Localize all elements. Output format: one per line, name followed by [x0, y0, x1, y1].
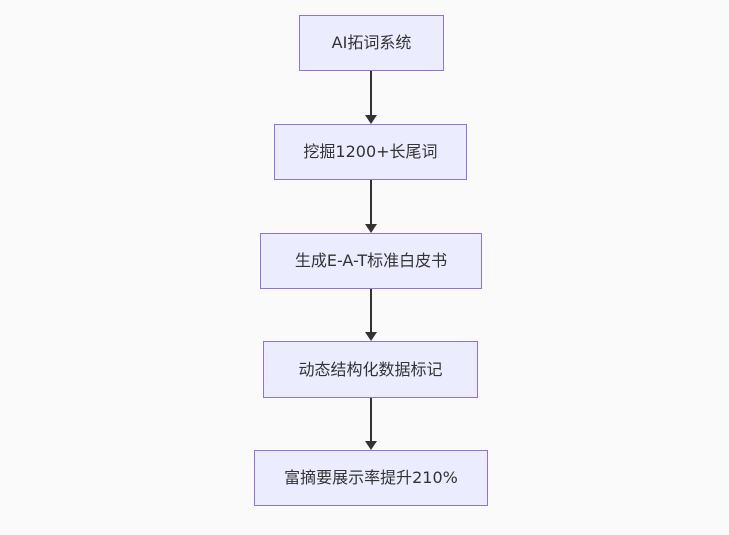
arrow-line	[370, 71, 372, 115]
arrow-down-icon	[365, 71, 377, 124]
node-label: 动态结构化数据标记	[298, 359, 443, 379]
arrow-head-icon	[365, 115, 377, 124]
node-label: AI拓词系统	[331, 33, 412, 52]
node-label: 富摘要展示率提升210%	[284, 468, 458, 487]
flowchart-node-eat-whitepaper: 生成E-A-T标准白皮书	[260, 233, 482, 289]
arrow-line	[370, 180, 372, 224]
arrow-down-icon	[365, 398, 377, 450]
arrow-down-icon	[365, 289, 377, 341]
arrow-head-icon	[365, 332, 377, 341]
node-label: 生成E-A-T标准白皮书	[294, 251, 448, 270]
node-label: 挖掘1200+长尾词	[303, 142, 438, 161]
arrow-down-icon	[365, 180, 377, 233]
arrow-head-icon	[365, 224, 377, 233]
flowchart-node-rich-snippet-rate: 富摘要展示率提升210%	[254, 450, 488, 506]
flowchart-node-longtail-keywords: 挖掘1200+长尾词	[274, 124, 467, 180]
arrow-head-icon	[365, 441, 377, 450]
arrow-line	[370, 398, 372, 441]
arrow-line	[370, 289, 372, 332]
flowchart-node-structured-data-markup: 动态结构化数据标记	[263, 341, 478, 398]
flowchart-node-ai-expansion-system: AI拓词系统	[299, 15, 444, 71]
